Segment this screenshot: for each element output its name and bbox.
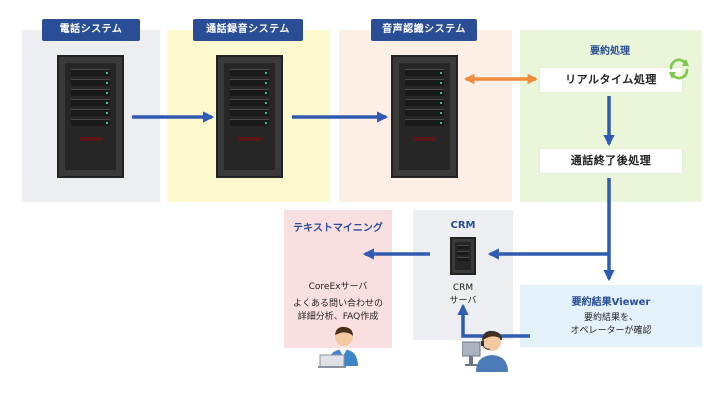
phone-server-icon	[57, 55, 124, 178]
summary-viewer-panel	[520, 285, 702, 347]
recording-system-tag: 通話録音システム	[193, 19, 303, 41]
realtime-processing-box: リアルタイム処理	[540, 68, 682, 92]
recording-server-icon	[216, 55, 283, 178]
crm-server-label: CRM サーバ	[449, 283, 477, 306]
arrow-viewer-to-crm	[457, 303, 530, 338]
analyst-person-icon	[318, 326, 358, 368]
refresh-icon	[669, 58, 689, 80]
post-call-processing-box: 通話終了後処理	[540, 149, 682, 173]
text-mining-panel	[284, 210, 392, 348]
crm-heading: CRM	[450, 220, 476, 231]
coreex-server-label: CoreExサーバ	[308, 282, 368, 292]
speech-system-tag: 音声認識システム	[371, 19, 477, 41]
viewer-description: 要約結果を、 オペレーターが確認	[570, 313, 652, 336]
viewer-heading: 要約結果Viewer	[571, 297, 651, 308]
operator-headset-icon	[462, 330, 508, 372]
summary-heading: 要約処理	[590, 46, 630, 57]
text-mining-heading: テキストマイニング	[293, 223, 383, 234]
summary-processing-panel	[520, 30, 702, 202]
text-mining-description: よくある問い合わせの 詳細分析、FAQ作成	[292, 299, 383, 322]
speech-server-icon	[391, 55, 458, 178]
phone-system-tag: 電話システム	[42, 19, 140, 41]
crm-server-icon	[450, 237, 476, 275]
